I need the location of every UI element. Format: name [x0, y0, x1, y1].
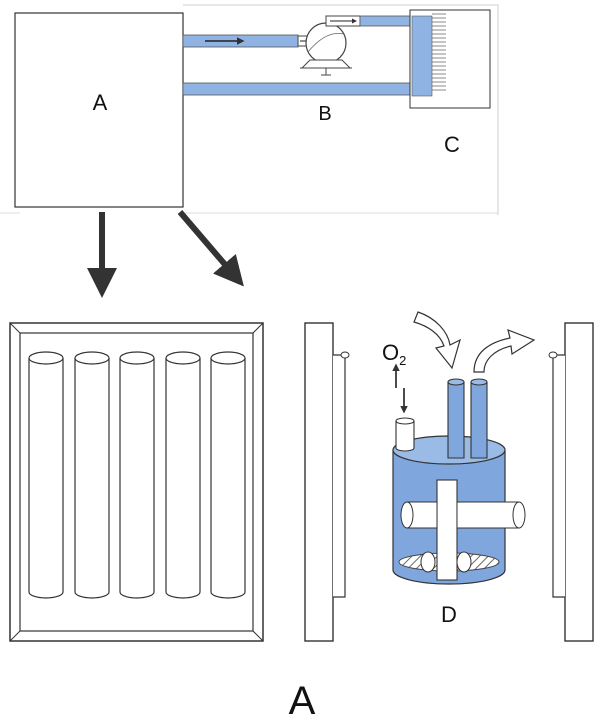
outlet-tube — [359, 15, 413, 27]
module-channel — [411, 15, 433, 97]
vessel-label: D — [441, 602, 457, 627]
hollow-fiber-tube — [74, 351, 110, 599]
curved-outflow-arrow-icon — [473, 329, 536, 373]
pump-label: B — [318, 103, 331, 125]
return-tube — [182, 82, 413, 96]
side-plate-left-lip — [333, 354, 346, 598]
impeller-icon — [400, 479, 526, 581]
frame-line-right — [183, 4, 499, 215]
hollow-fiber-tube — [165, 351, 201, 599]
oxygen-label: O2 — [382, 340, 406, 368]
front-view-panel — [9, 322, 264, 642]
coil-element — [432, 13, 446, 91]
hollow-fiber-tube — [119, 351, 155, 599]
side-plate-right — [564, 322, 594, 642]
medium-outlet-tube — [470, 378, 488, 459]
curved-inflow-arrow-icon — [413, 311, 461, 370]
side-plate-right-lip — [552, 354, 565, 598]
hollow-fiber-tube — [210, 351, 246, 599]
hollow-fiber-tube — [28, 351, 64, 599]
module-label: C — [444, 132, 460, 157]
reservoir-box-a — [14, 12, 184, 208]
arrow-down-to-side-view — [177, 210, 244, 287]
side-plate-left — [304, 322, 334, 642]
centrifugal-pump-icon — [297, 15, 361, 76]
front-frame-inner — [19, 332, 254, 632]
medium-inlet-tube — [447, 378, 465, 459]
oxygen-inlet-tube — [395, 417, 415, 452]
figure-caption: A — [289, 679, 316, 723]
side-view-panel: O2 D — [304, 311, 594, 642]
box-a-label: A — [93, 90, 108, 115]
top-schematic: A B — [0, 4, 499, 215]
